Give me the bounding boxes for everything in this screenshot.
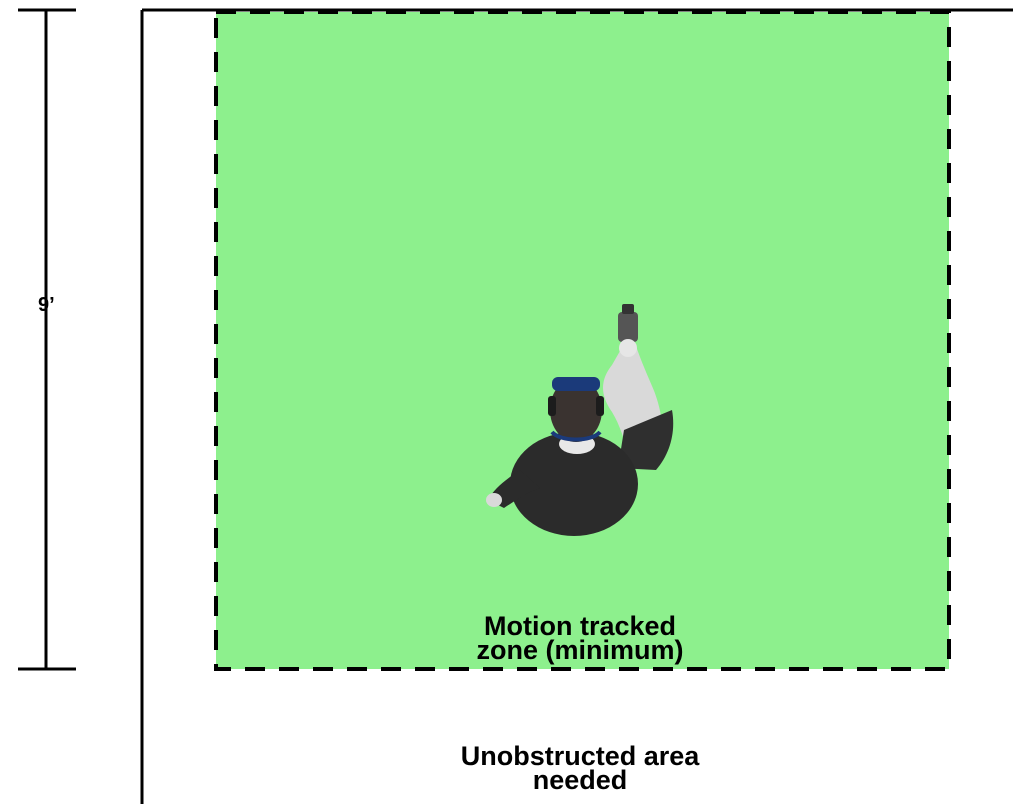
tracked-zone-label: Motion tracked zone (minimum) [440,614,720,662]
unobstructed-area-label-line2: needed [390,768,770,792]
dimension-bar [18,10,76,669]
tracked-zone [216,12,949,669]
dimension-label: 9’ [38,294,55,317]
unobstructed-area-label: Unobstructed area needed [390,744,770,792]
tracked-zone-label-line2: zone (minimum) [440,638,720,662]
